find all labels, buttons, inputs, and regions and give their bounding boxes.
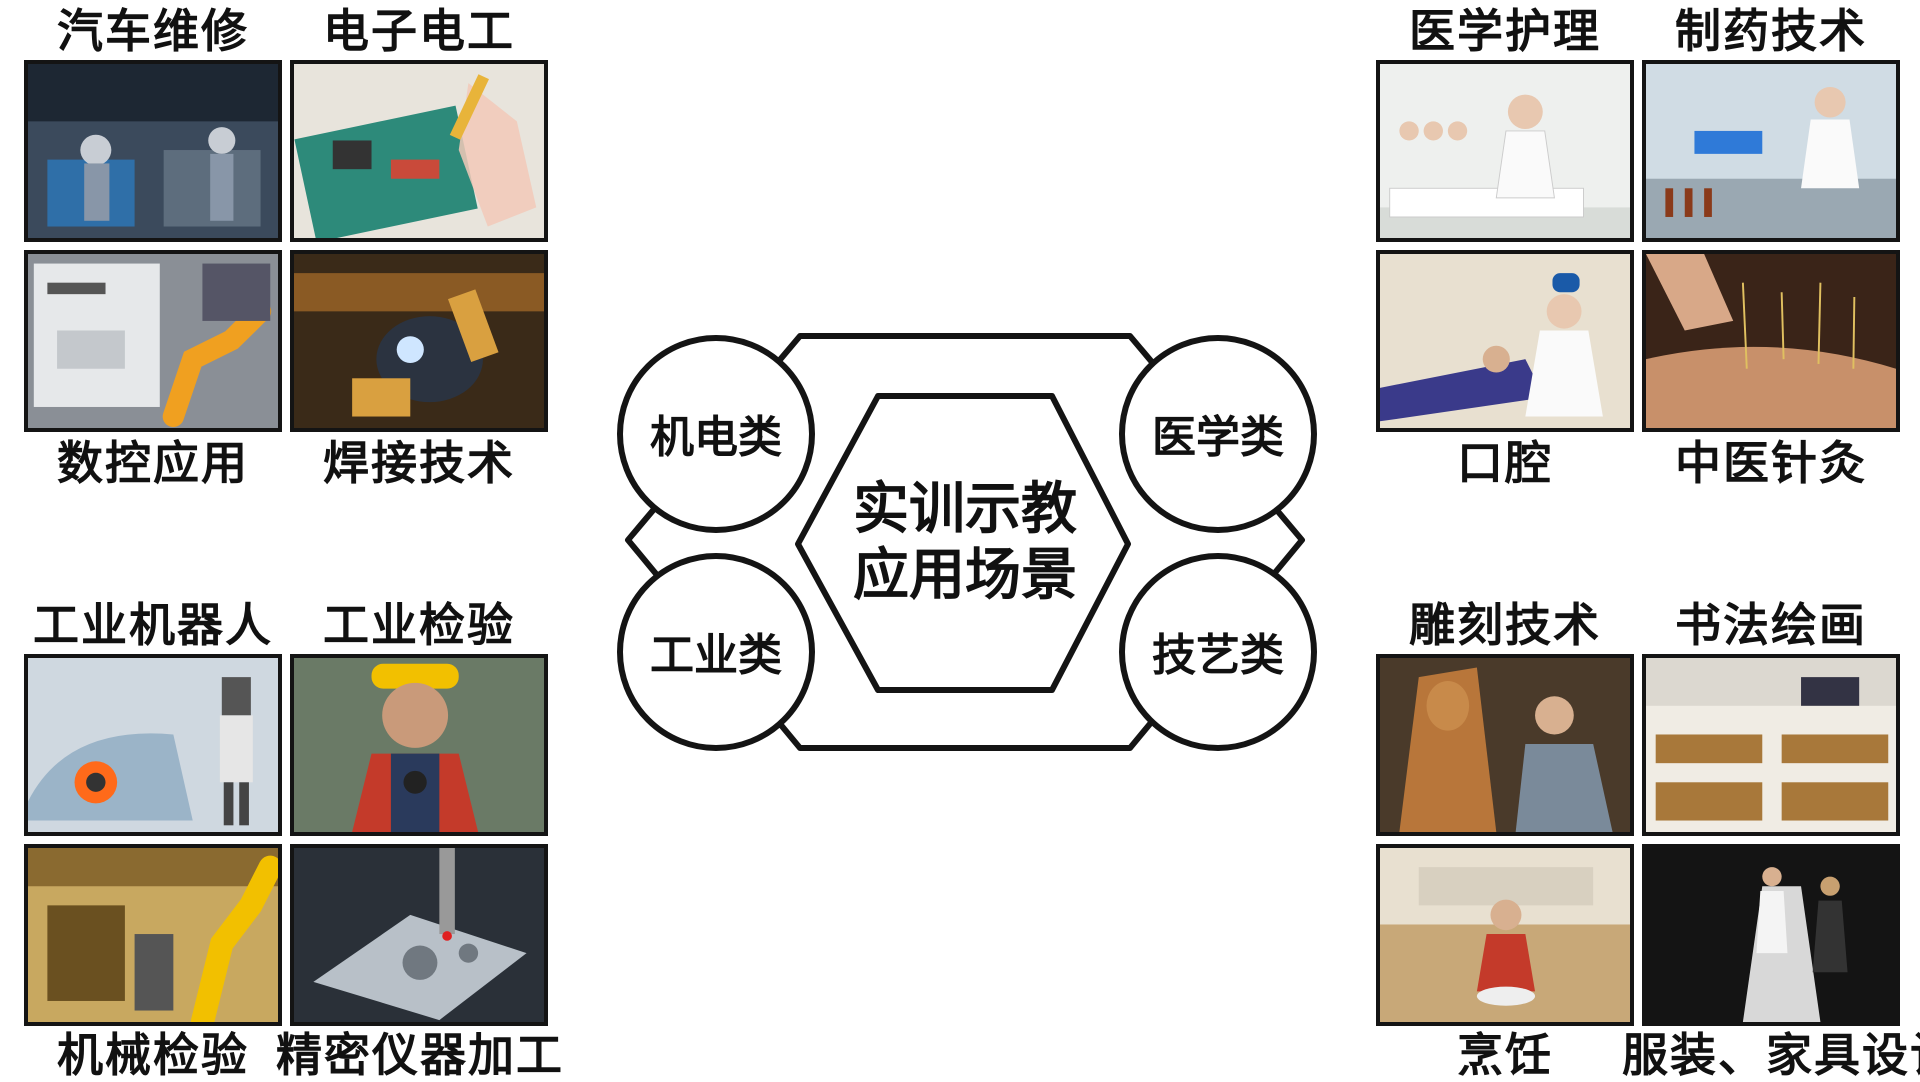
center-title-line1: 实训示教 [853, 477, 1077, 542]
category-jiyi-label: 技艺类 [1152, 630, 1284, 681]
center-title-line2: 应用场景 [853, 543, 1077, 608]
photo-pharmacy [1642, 60, 1900, 242]
label-fashion-furniture: 服装、家具设计 [1622, 1028, 1920, 1082]
photo-industrial-robot [24, 654, 282, 836]
photo-welding [290, 250, 548, 432]
photo-auto-repair [24, 60, 282, 242]
photo-precision-machining [290, 844, 548, 1026]
label-pharmacy: 制药技术 [1675, 4, 1867, 58]
circle-jiyi [1119, 553, 1317, 751]
photo-carving [1376, 654, 1634, 836]
category-gongye-label: 工业类 [650, 630, 782, 681]
circle-yixue [1119, 335, 1317, 533]
photo-mechanical-inspection [24, 844, 282, 1026]
inner-hexagon [795, 393, 1131, 693]
photo-industrial-inspection [290, 654, 548, 836]
label-cooking: 烹饪 [1457, 1028, 1553, 1082]
category-jidian-label: 机电类 [650, 412, 782, 463]
photo-cnc [24, 250, 282, 432]
label-acupuncture: 中医针灸 [1675, 436, 1867, 490]
photo-calligraphy [1642, 654, 1900, 836]
label-dental: 口腔 [1457, 436, 1553, 490]
photo-nursing [1376, 60, 1634, 242]
label-auto-repair: 汽车维修 [57, 4, 249, 58]
photo-cooking [1376, 844, 1634, 1026]
label-electronics: 电子电工 [323, 4, 515, 58]
photo-acupuncture [1642, 250, 1900, 432]
label-nursing: 医学护理 [1409, 4, 1601, 58]
category-yixue-label: 医学类 [1152, 412, 1284, 463]
photo-dental [1376, 250, 1634, 432]
label-precision-machining: 精密仪器加工 [276, 1028, 564, 1082]
label-industrial-inspection: 工业检验 [323, 598, 515, 652]
label-carving: 雕刻技术 [1409, 598, 1601, 652]
label-cnc: 数控应用 [57, 436, 249, 490]
label-welding: 焊接技术 [323, 436, 515, 490]
photo-electronics [290, 60, 548, 242]
label-calligraphy: 书法绘画 [1675, 598, 1867, 652]
label-industrial-robot: 工业机器人 [33, 598, 273, 652]
photo-fashion [1642, 844, 1900, 1026]
label-mechanical-inspection: 机械检验 [57, 1028, 249, 1082]
circle-jidian [617, 335, 815, 533]
circle-gongye [617, 553, 815, 751]
